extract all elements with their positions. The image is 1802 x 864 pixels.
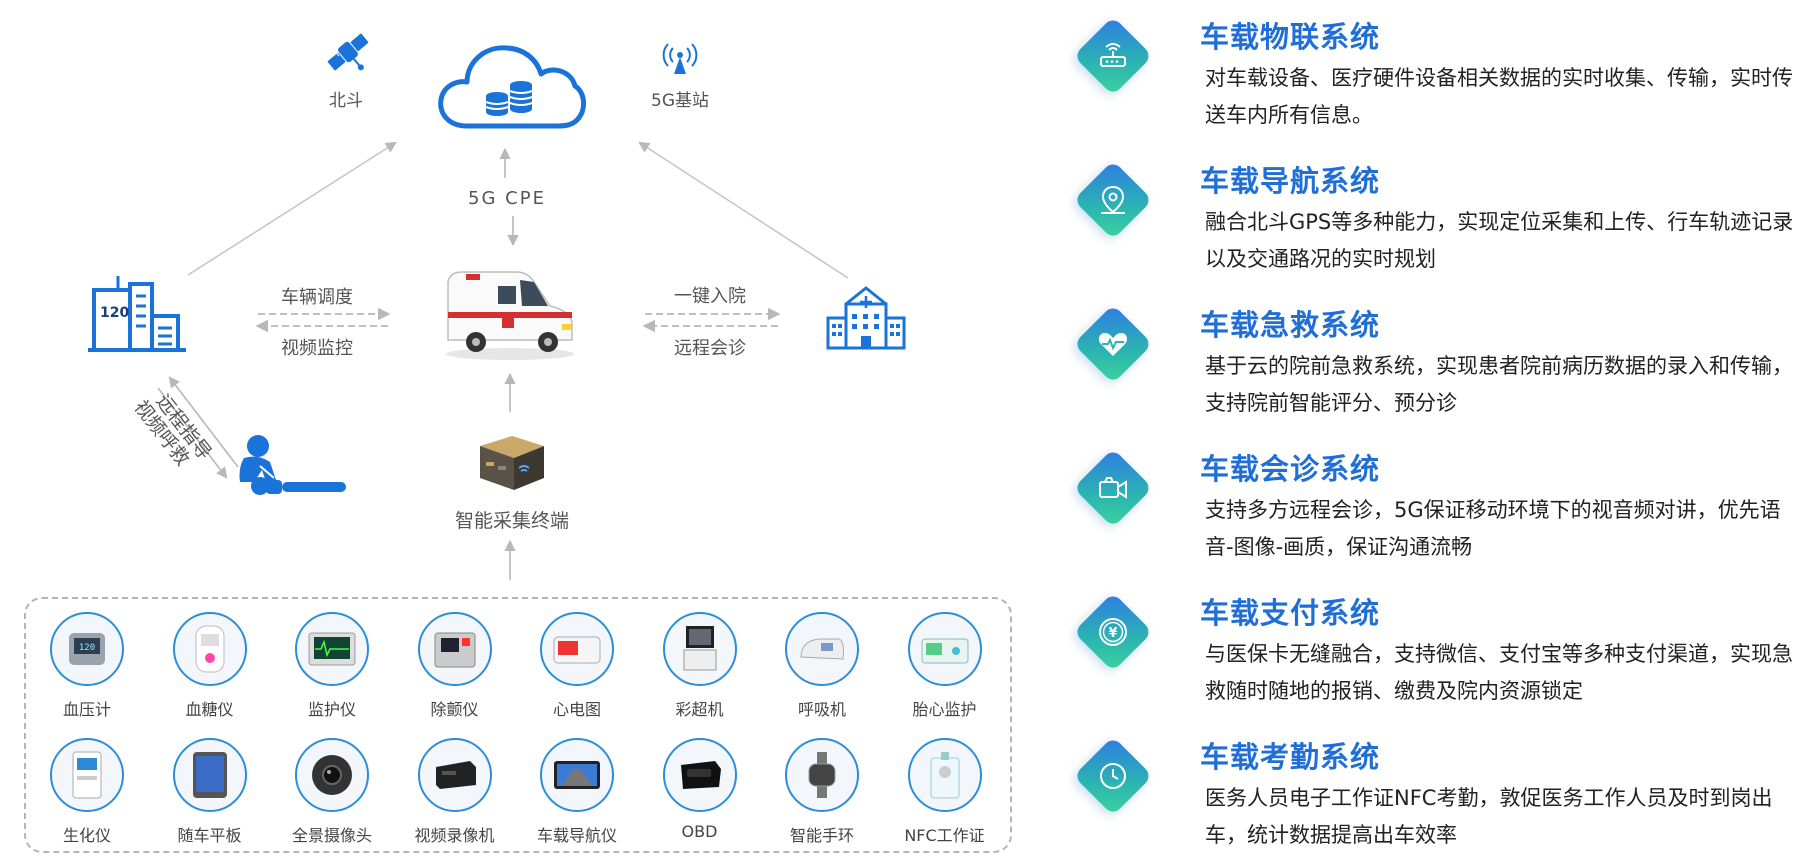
device-image: 120: [50, 612, 124, 686]
yuan-coin-icon: ¥: [1091, 610, 1135, 654]
hospital-icon: [826, 286, 906, 350]
device-label: 全景摄像头: [291, 826, 372, 845]
device-image: [172, 738, 247, 812]
device-image: [907, 738, 982, 812]
device-image: [662, 612, 737, 686]
device-item: 随车平板: [155, 738, 265, 846]
satellite-icon: [327, 33, 369, 71]
feature-description: 医务人员电子工作证NFC考勤，敦促医务工作人员及时到岗出车，统计数据提高出车效率: [1205, 786, 1773, 847]
cloud-icon: [438, 45, 586, 129]
feature-item: 车载导航系统融合北斗GPS等多种能力，实现定位采集和上传、行车轨迹记录以及交通路…: [1073, 150, 1795, 280]
device-label: 除颤仪: [430, 700, 479, 719]
location-pin-icon: [1091, 178, 1135, 222]
device-label: 车载导航仪: [536, 826, 617, 845]
beidou-label: 北斗: [329, 91, 363, 111]
device-item: 血糖仪: [155, 612, 265, 720]
feature-title: 车载考勤系统: [1200, 740, 1381, 774]
router-icon: [1091, 34, 1135, 78]
device-label: 监护仪: [307, 700, 356, 719]
device-image: [540, 738, 614, 812]
device-panel: [24, 597, 1012, 853]
device-item: 120 血压计: [32, 612, 142, 720]
device-image: [295, 738, 369, 812]
clock-icon: [1091, 754, 1135, 798]
device-item: 除颤仪: [400, 612, 510, 720]
device-label: 呼吸机: [797, 700, 846, 719]
device-item: 智能手环: [767, 738, 877, 846]
base-station-icon: [662, 43, 698, 74]
svg-text:¥: ¥: [1108, 626, 1117, 641]
cpe-label: 5G CPE: [468, 188, 546, 209]
feature-title: 车载支付系统: [1200, 596, 1381, 630]
base-station-label: 5G基站: [651, 91, 709, 111]
feature-item: ¥ 车载支付系统与医保卡无缝融合，支持微信、支付宝等多种支付渠道，实现急救随时随地…: [1073, 582, 1795, 712]
arrow-command-to-cloud: [187, 141, 397, 276]
device-item: 视频录像机: [400, 738, 510, 846]
terminal-label: 智能采集终端: [454, 510, 570, 532]
badge-120: 120: [100, 305, 130, 321]
device-image: [417, 738, 492, 812]
feature-description: 对车载设备、医疗硬件设备相关数据的实时收集、传输，实时传送车内所有信息。: [1205, 66, 1793, 127]
svg-text:120: 120: [79, 643, 95, 653]
device-image: [417, 612, 492, 686]
device-item: OBD: [645, 738, 755, 841]
device-image: [662, 738, 737, 812]
device-item: 监护仪: [277, 612, 387, 720]
collection-terminal-icon: [480, 436, 544, 490]
device-item: 车载导航仪: [522, 738, 632, 846]
ambulance-icon: [446, 271, 574, 360]
device-image: [295, 612, 369, 686]
device-label: 随车平板: [177, 826, 242, 845]
device-image: [785, 738, 859, 812]
remote-consult-label: 远程会诊: [674, 338, 746, 359]
feature-description: 融合北斗GPS等多种能力，实现定位采集和上传、行车轨迹记录以及交通路况的实时规划: [1205, 210, 1794, 271]
feature-description: 基于云的院前急救系统，实现患者院前病历数据的录入和传输，支持院前智能评分、预分诊: [1205, 354, 1793, 415]
arrow-hospital-to-cloud: [638, 141, 849, 279]
device-label: 智能手环: [789, 826, 854, 845]
device-item: 心电图: [522, 612, 632, 720]
device-image: [785, 612, 859, 686]
feature-description: 支持多方远程会诊，5G保证移动环境下的视音频对讲，优先语音-图像-画质，保证沟通…: [1205, 498, 1781, 559]
device-item: NFC工作证: [890, 738, 1000, 846]
video-monitor-label: 视频监控: [281, 338, 353, 359]
device-item: 呼吸机: [767, 612, 877, 720]
feature-title: 车载会诊系统: [1200, 452, 1381, 486]
one-click-label: 一键入院: [674, 286, 746, 307]
command-center-icon: [88, 276, 186, 352]
cpr-patient-icon: [239, 435, 346, 495]
feature-title: 车载急救系统: [1200, 308, 1381, 342]
device-label: 视频录像机: [414, 826, 495, 845]
device-label: OBD: [681, 822, 718, 841]
device-item: 全景摄像头: [277, 738, 387, 846]
feature-item: 车载物联系统对车载设备、医疗硬件设备相关数据的实时收集、传输，实时传送车内所有信…: [1073, 6, 1795, 136]
device-image: [50, 738, 124, 812]
device-item: 胎心监护: [890, 612, 1000, 720]
feature-title: 车载导航系统: [1200, 164, 1381, 198]
video-camera-icon: [1091, 466, 1135, 510]
dispatch-label: 车辆调度: [281, 287, 353, 308]
device-label: 生化仪: [62, 826, 111, 845]
device-label: 血糖仪: [185, 700, 234, 719]
device-label: 彩超机: [675, 700, 724, 719]
arrow-video-call: [157, 387, 228, 479]
feature-item: 车载考勤系统医务人员电子工作证NFC考勤，敦促医务工作人员及时到岗出车，统计数据…: [1073, 726, 1795, 856]
device-image: [540, 612, 614, 686]
device-item: 生化仪: [32, 738, 142, 846]
device-image: [907, 612, 982, 686]
feature-item: 车载会诊系统支持多方远程会诊，5G保证移动环境下的视音频对讲，优先语音-图像-画…: [1073, 438, 1795, 568]
device-image: [172, 612, 247, 686]
device-label: NFC工作证: [904, 826, 985, 845]
feature-description: 与医保卡无缝融合，支持微信、支付宝等多种支付渠道，实现急救随时随地的报销、缴费及…: [1205, 642, 1793, 703]
feature-item: 车载急救系统基于云的院前急救系统，实现患者院前病历数据的录入和传输，支持院前智能…: [1073, 294, 1795, 424]
device-label: 胎心监护: [912, 700, 977, 719]
device-label: 血压计: [62, 700, 111, 719]
device-item: 彩超机: [645, 612, 755, 720]
device-label: 心电图: [552, 700, 601, 719]
feature-title: 车载物联系统: [1200, 20, 1381, 54]
heart-pulse-icon: [1091, 322, 1135, 366]
flow-arrows: [157, 141, 849, 580]
arrow-remote-guide: [168, 376, 239, 468]
